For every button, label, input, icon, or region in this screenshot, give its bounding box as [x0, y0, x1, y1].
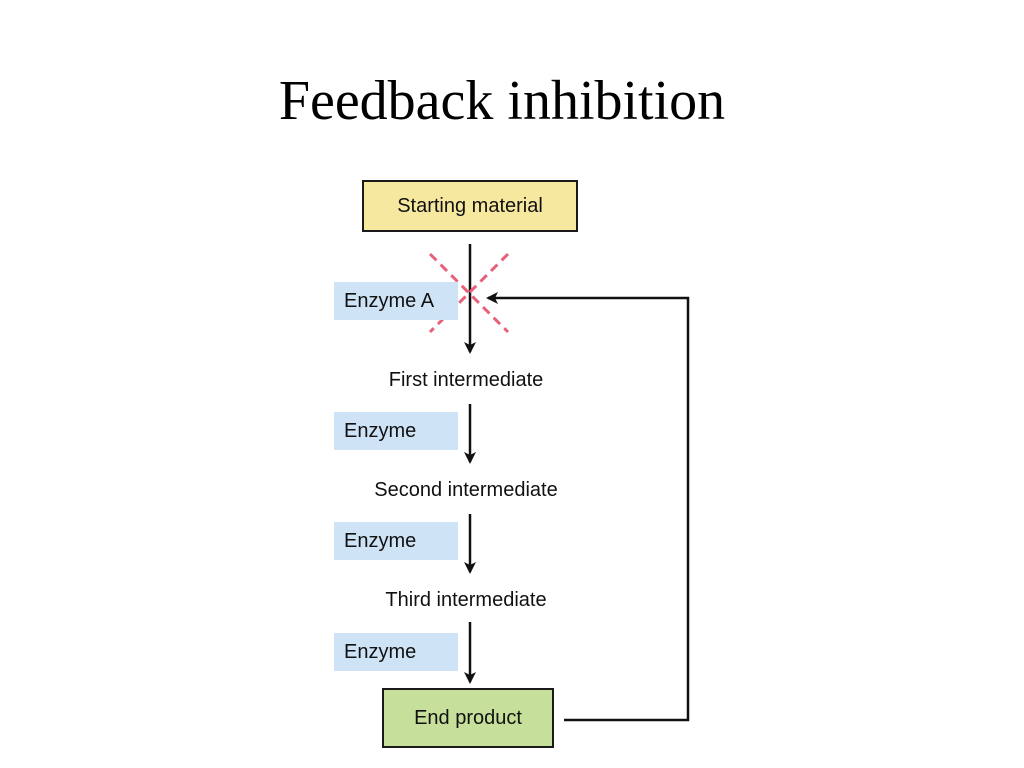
second-intermediate-label: Second intermediate [374, 479, 558, 501]
starting-material-box: Starting material [362, 180, 578, 232]
end-product-label: End product [414, 706, 522, 729]
enzyme-a-label: Enzyme A [334, 282, 458, 320]
first-intermediate-label: First intermediate [388, 369, 544, 391]
enzyme-text-2: Enzyme [344, 529, 417, 552]
feedback-loop-arrow [486, 292, 690, 722]
enzyme-text-3: Enzyme [344, 640, 417, 663]
enzyme-label-3: Enzyme [334, 633, 458, 671]
enzyme-label-1: Enzyme [334, 412, 458, 450]
end-product-box: End product [382, 688, 554, 748]
slide-title: Feedback inhibition [278, 70, 726, 132]
enzyme-text-1: Enzyme [344, 419, 417, 442]
third-intermediate-label: Third intermediate [385, 589, 547, 611]
enzyme-a-text: Enzyme A [344, 289, 435, 312]
starting-material-label: Starting material [397, 194, 543, 217]
enzyme-label-2: Enzyme [334, 522, 458, 560]
